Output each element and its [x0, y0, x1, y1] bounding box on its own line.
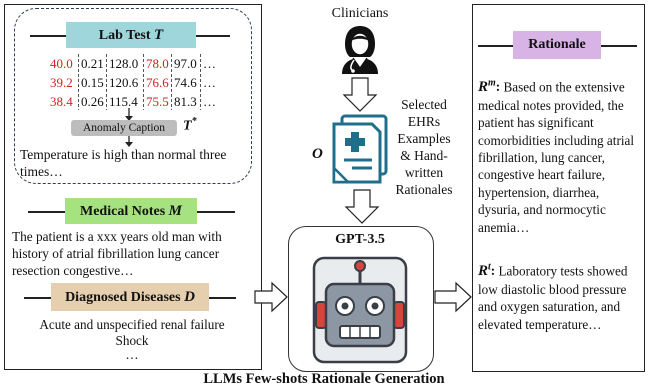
rationale-rm: Rm: Based on the extensive medical notes…	[478, 78, 635, 235]
rationale-header-rule-right	[599, 45, 637, 47]
gpt-label: GPT-3.5	[335, 232, 385, 247]
ehr-document-icon	[332, 114, 388, 184]
selected-line-3: Examples	[397, 131, 451, 146]
selected-line-2: EHRs	[407, 114, 441, 129]
o-symbol-text: O	[312, 146, 323, 162]
diagnosis-line-2: Shock	[115, 333, 149, 348]
medical-notes-header-label: Medical Notes	[80, 204, 166, 219]
lab-cell: 120.6	[109, 75, 139, 90]
diagnosis-line-1: Acute and unspecified renal failure	[39, 317, 225, 332]
lab-cell: 76.6	[146, 75, 169, 90]
lab-table-separator	[171, 54, 172, 110]
clinician-icon	[342, 26, 378, 74]
lab-cell: 40.0	[50, 56, 73, 71]
medical-notes-header: Medical Notes M	[65, 198, 197, 224]
rt-symbol: R	[478, 263, 489, 280]
lab-cell: 74.6	[174, 75, 197, 90]
lab-cell: 0.15	[81, 75, 104, 90]
anomaly-caption-box: Anomaly Caption	[71, 120, 177, 136]
lab-table: 40.0 0.21 128.0 78.0 97.0 … 39.2 0.15 120.6 76.6 7…	[50, 54, 230, 110]
lab-cell: 0.21	[81, 56, 104, 71]
selected-ehr-text: Selected EHRs Examples & Hand- written R…	[392, 96, 456, 198]
notes-header-rule-right	[195, 211, 235, 213]
rationale-rt: Rt: Laboratory tests showed low diastoli…	[478, 262, 628, 332]
lab-cell: 39.2	[50, 75, 73, 90]
down-arrow-2	[344, 189, 380, 224]
notes-header-rule-left	[28, 211, 68, 213]
rationale-panel	[472, 4, 645, 372]
lab-cell: 0.26	[81, 94, 104, 109]
lab-cell: …	[203, 75, 216, 90]
rt-sup: t	[488, 262, 491, 273]
anomaly-symbol-t: T	[183, 118, 192, 134]
lab-header-rule-right	[190, 35, 230, 37]
anomaly-caption-label: Anomaly Caption	[82, 122, 166, 134]
rm-symbol: R	[478, 79, 489, 96]
o-symbol: O	[312, 146, 323, 163]
lab-table-separator	[200, 54, 201, 110]
robot-icon	[312, 256, 408, 364]
selected-line-6: Rationales	[395, 182, 453, 197]
anomaly-symbol: T*	[183, 116, 197, 135]
clinicians-label: Clinicians	[331, 6, 389, 21]
anomaly-caption-text: Temperature is high than normal three ti…	[20, 147, 227, 179]
diag-header-rule-left	[24, 297, 54, 299]
diagnosed-diseases-symbol: D	[184, 289, 195, 305]
diagnosed-diseases-header: Diagnosed Diseases D	[51, 283, 209, 311]
diag-header-rule-right	[206, 297, 236, 299]
lab-test-symbol: T	[154, 27, 164, 43]
lab-cell: 128.0	[109, 56, 139, 71]
lab-table-separator	[78, 54, 79, 110]
anomaly-symbol-star: *	[191, 116, 197, 127]
left-to-gpt-arrow	[254, 281, 288, 313]
diagnosed-diseases-header-label: Diagnosed Diseases	[65, 290, 181, 305]
rationale-header: Rationale	[513, 31, 601, 59]
lab-test-header: Lab Test T	[66, 22, 196, 48]
medical-notes-symbol: M	[168, 203, 182, 219]
lab-header-rule-left	[30, 35, 70, 37]
rt-text: Laboratory tests showed low diastolic bl…	[478, 263, 628, 332]
selected-line-1: Selected	[401, 97, 447, 112]
gpt-to-rationale-arrow	[434, 281, 472, 313]
lab-cell: 97.0	[174, 56, 197, 71]
caption-arrow	[125, 136, 133, 147]
lab-test-dashed-box	[14, 8, 252, 184]
diagnosis-line-3: …	[125, 347, 139, 362]
lab-cell: 78.0	[146, 56, 169, 71]
lab-test-header-label: Lab Test	[98, 28, 151, 43]
lab-cell: 75.5	[146, 94, 169, 109]
medical-notes-text: The patient is a xxx years old man with …	[12, 229, 222, 278]
rm-sup: m	[488, 78, 496, 89]
lab-cell: 115.4	[109, 94, 138, 109]
down-arrow-1	[342, 77, 378, 112]
lab-cell: 38.4	[50, 94, 73, 109]
lab-cell: …	[203, 56, 216, 71]
lab-table-separator	[143, 54, 144, 110]
lab-cell: …	[203, 94, 216, 109]
rationale-header-label: Rationale	[528, 37, 586, 52]
selected-line-5: written	[404, 165, 444, 180]
anomaly-arrow	[125, 108, 133, 121]
footer-title: LLMs Few-shots Rationale Generation	[203, 371, 445, 387]
selected-line-4: & Hand-	[400, 148, 448, 163]
rm-text: Based on the extensive medical notes pro…	[478, 79, 635, 235]
rationale-header-rule-left	[478, 45, 516, 47]
lab-cell: 81.3	[174, 94, 197, 109]
lab-table-separator	[106, 54, 107, 110]
